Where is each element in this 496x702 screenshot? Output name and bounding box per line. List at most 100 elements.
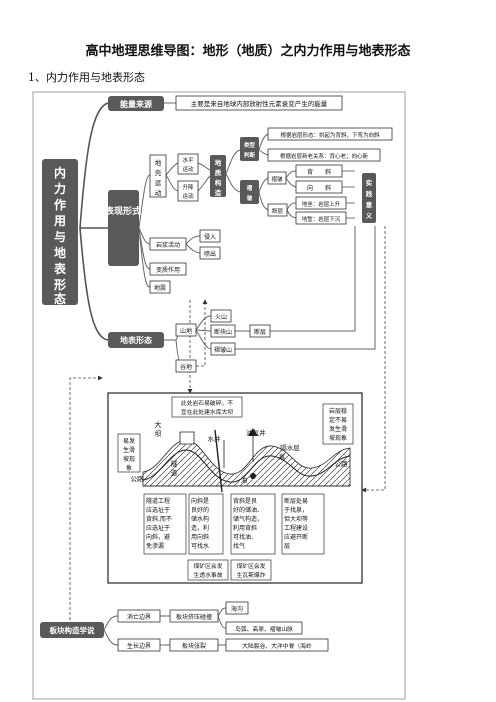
svg-text:造，利: 造，利 — [191, 524, 209, 532]
aquiclude-label: 隔水层 — [280, 443, 300, 452]
spring-label: 泉 — [279, 452, 286, 461]
metamorphism-node: 变质作用 — [149, 262, 187, 276]
note-right-line: 发生滑 — [329, 425, 347, 433]
significance-links — [342, 170, 355, 219]
svg-text:地垒：岩层上升: 地垒：岩层上升 — [302, 200, 341, 208]
svg-text:可找水: 可找水 — [191, 542, 209, 550]
root-char: 形 — [54, 278, 66, 292]
svg-text:实: 实 — [366, 178, 373, 187]
svg-text:可找油、: 可找油、 — [233, 533, 257, 541]
folded-strata-illustration — [142, 428, 351, 493]
root-char: 态 — [54, 291, 66, 306]
root-char: 力 — [54, 181, 66, 196]
rock-shape-rule: 根据岩层形态：拱起为背斜，下弯为向斜 — [267, 127, 393, 141]
svg-text:背斜是良: 背斜是良 — [233, 497, 257, 505]
structure-types-node: 褶 皱 — [240, 180, 259, 204]
syncline-water-box: 向斜是 良好的 储水构 造，利 用向斜 可找水 — [188, 493, 224, 555]
svg-text:运动: 运动 — [182, 165, 194, 173]
trench-node: 海沟 — [225, 601, 249, 615]
coal-gas-box: 煤矿区会发 生瓦斯爆炸 — [230, 559, 272, 581]
svg-text:生透水事故: 生透水事故 — [194, 571, 223, 579]
well-label: 水井 — [208, 434, 222, 443]
root-node: 内 力 作 用 与 地 表 形 态 — [42, 159, 78, 306]
svg-text:海沟: 海沟 — [231, 605, 243, 613]
plate-rifting-node: 板块张裂 — [169, 638, 219, 652]
svg-text:于找泉，: 于找泉， — [284, 506, 308, 514]
svg-text:层: 层 — [284, 543, 290, 550]
root-char: 表 — [53, 261, 67, 276]
svg-text:工程建设: 工程建设 — [284, 524, 308, 532]
earthquake-node: 地震 — [149, 280, 171, 294]
mountain-node: 山地 — [175, 323, 197, 337]
intrusion-node: 侵入 — [199, 229, 221, 243]
svg-text:储水构: 储水构 — [191, 515, 209, 523]
svg-text:板块构造学说: 板块构造学说 — [50, 625, 95, 635]
svg-text:变质作用: 变质作用 — [156, 266, 180, 274]
svg-text:造: 造 — [215, 188, 222, 197]
svg-text:免渗漏: 免渗漏 — [146, 542, 164, 550]
svg-text:利用背斜: 利用背斜 — [233, 524, 257, 532]
svg-text:水平: 水平 — [182, 156, 194, 164]
svg-text:应选址于: 应选址于 — [146, 506, 170, 514]
note-left-line: 生滑 — [123, 446, 135, 454]
svg-text:类型: 类型 — [244, 141, 256, 149]
svg-text:断层: 断层 — [254, 328, 266, 336]
valley-node: 谷地 — [175, 359, 197, 373]
horizontal-movement-node: 水平 运动 — [177, 153, 199, 175]
svg-text:义: 义 — [365, 211, 373, 220]
note-right-line: 坡现象 — [329, 434, 347, 442]
plate-collision-node: 板块挤压碰撞 — [169, 609, 219, 623]
svg-text:背斜,而不: 背斜,而不 — [146, 515, 172, 523]
svg-text:大陆裂谷、大洋中脊（海岭: 大陆裂谷、大洋中脊（海岭 — [242, 642, 312, 650]
svg-text:褶皱山: 褶皱山 — [214, 346, 232, 354]
svg-text:好的储油、: 好的储油、 — [233, 506, 263, 514]
consuming-boundary-node: 消亡边界 — [117, 609, 161, 623]
svg-text:断层: 断层 — [272, 207, 284, 215]
svg-text:良好的: 良好的 — [191, 506, 209, 514]
svg-text:断块山: 断块山 — [214, 328, 232, 336]
svg-text:生长边界: 生长边界 — [127, 642, 151, 650]
svg-text:向 斜: 向 斜 — [307, 184, 331, 192]
plate-connectors — [103, 607, 227, 646]
svg-text:山地: 山地 — [180, 327, 192, 335]
svg-text:应选址于: 应选址于 — [146, 524, 170, 532]
svg-text:用向斜: 用向斜 — [191, 533, 209, 541]
fold-node: 褶皱 — [267, 171, 287, 185]
svg-text:皱: 皱 — [246, 194, 253, 202]
horst-node: 地垒：岩层上升 — [295, 196, 347, 210]
dashed-arrows — [69, 226, 386, 630]
magma-node: 岩浆活动 — [149, 237, 187, 251]
root-char: 内 — [54, 165, 66, 180]
svg-text:储气构造，: 储气构造， — [233, 515, 263, 523]
fault-block-mountain-node: 断块山 — [210, 324, 236, 338]
svg-text:褶: 褶 — [247, 184, 253, 192]
landform-node: 地表形态 — [108, 332, 164, 348]
note-right-line: 定不易 — [329, 416, 347, 424]
fold-mountain-node: 褶皱山 — [210, 342, 236, 356]
svg-text:运: 运 — [155, 179, 162, 187]
svg-text:地堑：岩层下沉: 地堑：岩层下沉 — [302, 215, 341, 223]
svg-text:壳: 壳 — [155, 168, 162, 177]
svg-text:地: 地 — [155, 158, 162, 167]
svg-text:喷出: 喷出 — [204, 250, 216, 258]
note-left-line: 坡现 — [123, 455, 135, 463]
gas-well-label: 油气井 — [246, 428, 266, 437]
geologic-structure-node: 地 质 构 造 — [210, 155, 226, 197]
cross-section-panel: 此处岩石易破碎，不 宜在此处建水库大坝 岩层稳 定不易 发生滑 坡现象 易发 生… — [107, 392, 363, 584]
svg-text:根据岩层新老关系：背心老；向心新: 根据岩层新老关系：背心老；向心新 — [280, 152, 369, 160]
svg-text:主要是来自地球内部放射性元素衰变产生的能量: 主要是来自地球内部放射性元素衰变产生的能量 — [191, 99, 328, 108]
svg-text:向斜是: 向斜是 — [191, 497, 209, 505]
note-top-line: 此处岩石易破碎，不 — [181, 399, 233, 407]
vertical-movement-node: 升降 运动 — [177, 180, 199, 202]
svg-text:背 斜: 背 斜 — [307, 168, 331, 176]
coal-water-box: 煤矿区会发 生透水事故 — [187, 559, 229, 581]
svg-text:地: 地 — [215, 158, 222, 167]
tunnel-label: 道 — [171, 468, 178, 477]
road-right-label: 公路 — [335, 459, 349, 468]
branch-connectors — [138, 102, 376, 367]
svg-text:判断: 判断 — [244, 151, 256, 159]
svg-text:火山: 火山 — [215, 313, 227, 321]
svg-text:动: 动 — [155, 189, 162, 197]
root-char: 用 — [53, 214, 66, 228]
